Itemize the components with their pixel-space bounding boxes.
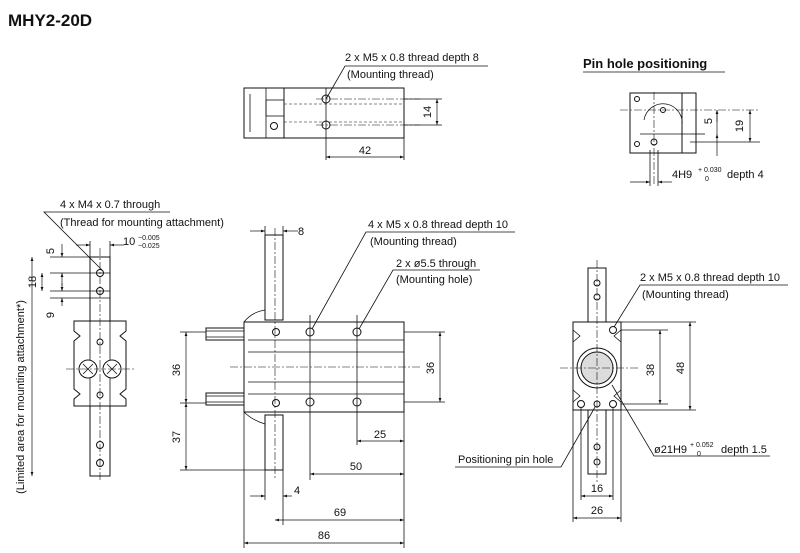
- callout-right-thread-note: (Mounting thread): [642, 289, 729, 301]
- callout-right-thread: 2 x M5 x 0.8 thread depth 10: [640, 272, 780, 284]
- dim-front-4: 4: [294, 485, 300, 497]
- callout-front-thread-note: (Mounting thread): [370, 236, 457, 248]
- dim-front-36-left: 36: [171, 364, 183, 376]
- callout-left-thread: 4 x M4 x 0.7 through: [60, 199, 160, 211]
- callout-bore-depth: depth 1.5: [721, 444, 767, 456]
- callout-pin-tol-upper: + 0.030: [698, 167, 722, 174]
- right-thread-hole: [609, 326, 617, 334]
- dim-14: 14: [422, 106, 434, 118]
- callout-pin-4h9: 4H9: [672, 169, 692, 181]
- dim-left-10-tol-upper: −0.005: [138, 235, 160, 242]
- callout-bore-tol-lower: 0: [697, 451, 701, 458]
- dim-front-69: 69: [334, 507, 346, 519]
- top-view: 14 42 2 x M5 x 0.8 thread depth 8 (Mount…: [243, 52, 488, 160]
- dim-front-8: 8: [298, 226, 304, 238]
- dim-19: 19: [734, 120, 746, 132]
- section-title-pin-hole: Pin hole positioning: [583, 56, 707, 71]
- left-view: 5 18 9 10 −0.005 −0.025 (Limited area fo…: [15, 199, 224, 494]
- dim-5: 5: [703, 118, 715, 124]
- callout-left-thread-note: (Thread for mounting attachment): [60, 217, 224, 229]
- right-view: 38 48 16 26 2 x M5 x 0.8 thread depth 10…: [455, 260, 788, 522]
- drawing-title: MHY2-20D: [8, 11, 92, 30]
- dim-left-18: 18: [27, 276, 39, 288]
- dim-right-38: 38: [645, 364, 657, 376]
- dim-left-9: 9: [45, 312, 57, 318]
- callout-front-hole-note: (Mounting hole): [396, 274, 472, 286]
- callout-pin-depth: depth 4: [727, 169, 764, 181]
- dim-front-36-right: 36: [425, 362, 437, 374]
- dim-left-10-tol-lower: −0.025: [138, 243, 160, 250]
- dim-left-5: 5: [45, 248, 57, 254]
- pin-hole-view: Pin hole positioning 5 19 4H9 + 0.030 0 …: [583, 56, 764, 186]
- callout-front-thread: 4 x M5 x 0.8 thread depth 10: [368, 219, 508, 231]
- dim-front-25: 25: [374, 429, 386, 441]
- dim-right-48: 48: [675, 362, 687, 374]
- callout-pin-tol-lower: 0: [705, 176, 709, 183]
- callout-positioning-pin: Positioning pin hole: [458, 454, 553, 466]
- dim-front-86: 86: [318, 530, 330, 542]
- dim-right-26: 26: [591, 505, 603, 517]
- dim-42: 42: [359, 145, 371, 157]
- callout-front-hole: 2 x ø5.5 through: [396, 258, 476, 270]
- dim-front-50: 50: [350, 461, 362, 473]
- dim-left-10: 10: [123, 236, 135, 248]
- callout-top-thread-note: (Mounting thread): [347, 69, 434, 81]
- dim-front-37: 37: [171, 431, 183, 443]
- callout-bore-tol-upper: + 0.052: [690, 442, 714, 449]
- callout-bore-main: ø21H9: [654, 444, 687, 456]
- front-view: 8 36 37 36 25 50 4 69 86 4 x M5 x 0.8 th…: [171, 219, 515, 548]
- dim-right-16: 16: [591, 483, 603, 495]
- callout-limited-area: (Limited area for mounting attachment*): [15, 300, 27, 494]
- callout-top-thread: 2 x M5 x 0.8 thread depth 8: [345, 52, 479, 64]
